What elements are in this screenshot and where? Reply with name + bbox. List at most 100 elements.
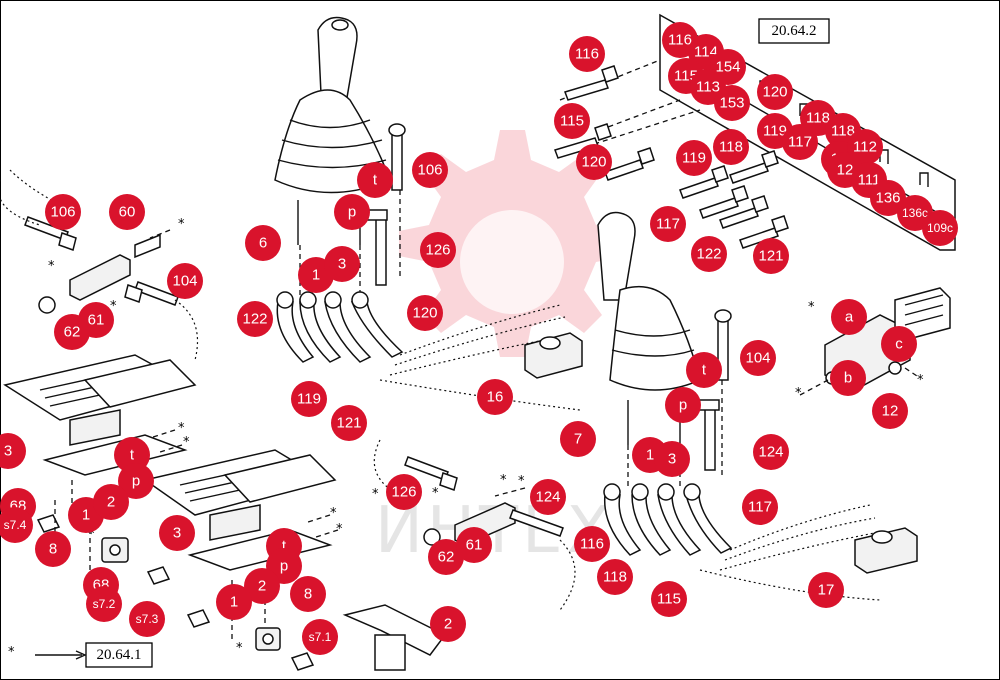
callout-label: 118	[806, 110, 830, 127]
callout-label: 2	[444, 616, 452, 633]
callout-badge[interactable]: 62	[428, 539, 464, 575]
callout-badge[interactable]: c	[881, 326, 917, 362]
callout-badge[interactable]: 153	[714, 85, 750, 121]
hoses-right	[603, 483, 881, 601]
callout-label: p	[348, 204, 356, 221]
callout-badge[interactable]: s7.4	[0, 507, 33, 543]
callout-label: 136	[875, 190, 900, 207]
callout-badge[interactable]: 116	[569, 36, 605, 72]
callout-badge[interactable]: 2	[430, 606, 466, 642]
callout-badge[interactable]: 104	[740, 340, 776, 376]
callout-label: 7	[574, 431, 582, 448]
callout-badge[interactable]: p	[334, 194, 370, 230]
callout-badge[interactable]: 7	[560, 421, 596, 457]
callout-badge[interactable]: 126	[420, 232, 456, 268]
callout-badge[interactable]: 121	[331, 405, 367, 441]
callout-label: s7.4	[4, 518, 27, 532]
callout-badge[interactable]: 16	[477, 379, 513, 415]
callout-badge[interactable]: 2	[244, 568, 280, 604]
callout-badge[interactable]: 3	[0, 433, 26, 469]
callout-badge[interactable]: 136	[870, 180, 906, 216]
callout-circle	[78, 302, 114, 338]
callout-badge[interactable]: 118	[597, 559, 633, 595]
callout-badge[interactable]: s7.2	[86, 586, 122, 622]
callout-label: t	[702, 362, 707, 379]
callout-badge[interactable]: 3	[159, 515, 195, 551]
callout-badge[interactable]: 116	[574, 526, 610, 562]
callout-label: 6	[259, 235, 267, 252]
callout-badge[interactable]: 61	[78, 302, 114, 338]
callout-circle	[569, 36, 605, 72]
callout-badge[interactable]: 12	[872, 393, 908, 429]
callout-badge[interactable]: 61	[456, 527, 492, 563]
callout-badge[interactable]: 6	[245, 225, 281, 261]
callout-badge[interactable]: 122	[237, 301, 273, 337]
callout-badge[interactable]: 119	[291, 381, 327, 417]
callout-badge[interactable]: 120	[576, 144, 612, 180]
ref-box-20-64-1[interactable]: 20.64.1	[85, 642, 153, 668]
callout-badge[interactable]: 1	[216, 584, 252, 620]
callout-circle	[291, 381, 327, 417]
callout-badge[interactable]: 104	[167, 263, 203, 299]
callout-badge[interactable]: 8	[290, 576, 326, 612]
callout-label: b	[844, 370, 852, 387]
callout-circle	[554, 103, 590, 139]
callout-badge[interactable]: s7.1	[302, 619, 338, 655]
asterisk-marker: *	[518, 474, 525, 489]
callout-badge[interactable]: 2	[93, 484, 129, 520]
callout-badge[interactable]: 126	[386, 474, 422, 510]
callout-badge[interactable]: s7.3	[129, 601, 165, 637]
callout-badge[interactable]: 115	[651, 581, 687, 617]
asterisk-marker: *	[336, 522, 343, 537]
ref-box-20-64-2[interactable]: 20.64.2	[758, 18, 830, 44]
callout-label: c	[895, 336, 903, 353]
callout-badge[interactable]: 124	[530, 479, 566, 515]
callout-badge[interactable]: 106	[412, 152, 448, 188]
callout-badge[interactable]: a	[831, 299, 867, 335]
callout-label: 61	[466, 537, 483, 554]
callout-label: 120	[581, 154, 606, 171]
callout-badge[interactable]: b	[830, 360, 866, 396]
callout-badge[interactable]: 109c	[922, 210, 958, 246]
callout-badge[interactable]: 106	[45, 194, 81, 230]
callout-label: s7.1	[309, 630, 332, 644]
callout-label: 106	[50, 204, 75, 221]
callout-badge[interactable]: 17	[808, 572, 844, 608]
callout-label: 2	[258, 578, 266, 595]
callout-badge[interactable]: 3	[654, 441, 690, 477]
bolt-set-upper	[554, 65, 655, 181]
callout-badge[interactable]: 122	[691, 236, 727, 272]
callout-circle	[331, 405, 367, 441]
callout-badge[interactable]: 8	[35, 531, 71, 567]
callout-badge[interactable]: 60	[109, 194, 145, 230]
callout-badge[interactable]: 121	[753, 238, 789, 274]
callout-label: 104	[172, 273, 197, 290]
callout-circle	[753, 238, 789, 274]
callout-circle	[651, 581, 687, 617]
callout-badge[interactable]: 120	[407, 295, 443, 331]
callout-badge[interactable]: p	[665, 387, 701, 423]
callout-label: 116	[580, 536, 604, 553]
callout-badge[interactable]: t	[686, 352, 722, 388]
callout-label: 114	[694, 44, 718, 61]
callout-label: 119	[763, 123, 787, 140]
callout-label: 3	[173, 525, 181, 542]
callout-badge[interactable]: 118	[713, 129, 749, 165]
callout-label: 3	[668, 451, 676, 468]
pedal-right	[143, 449, 337, 571]
callout-badge[interactable]: 124	[753, 434, 789, 470]
callout-badge[interactable]: 117	[782, 124, 818, 160]
callout-badge[interactable]: 117	[650, 206, 686, 242]
callout-badge[interactable]: 117	[742, 489, 778, 525]
asterisk-marker: *	[88, 527, 95, 542]
callout-badge[interactable]: t	[357, 162, 393, 198]
callout-label: 124	[535, 489, 560, 506]
callout-badge[interactable]: 3	[324, 246, 360, 282]
callout-badge[interactable]: 120	[757, 74, 793, 110]
callout-circle	[560, 421, 596, 457]
callout-badge[interactable]: p	[118, 463, 154, 499]
callout-badge[interactable]: 115	[554, 103, 590, 139]
callout-label: 136c	[902, 206, 928, 220]
callout-circle	[430, 606, 466, 642]
callout-badge[interactable]: 119	[676, 140, 712, 176]
